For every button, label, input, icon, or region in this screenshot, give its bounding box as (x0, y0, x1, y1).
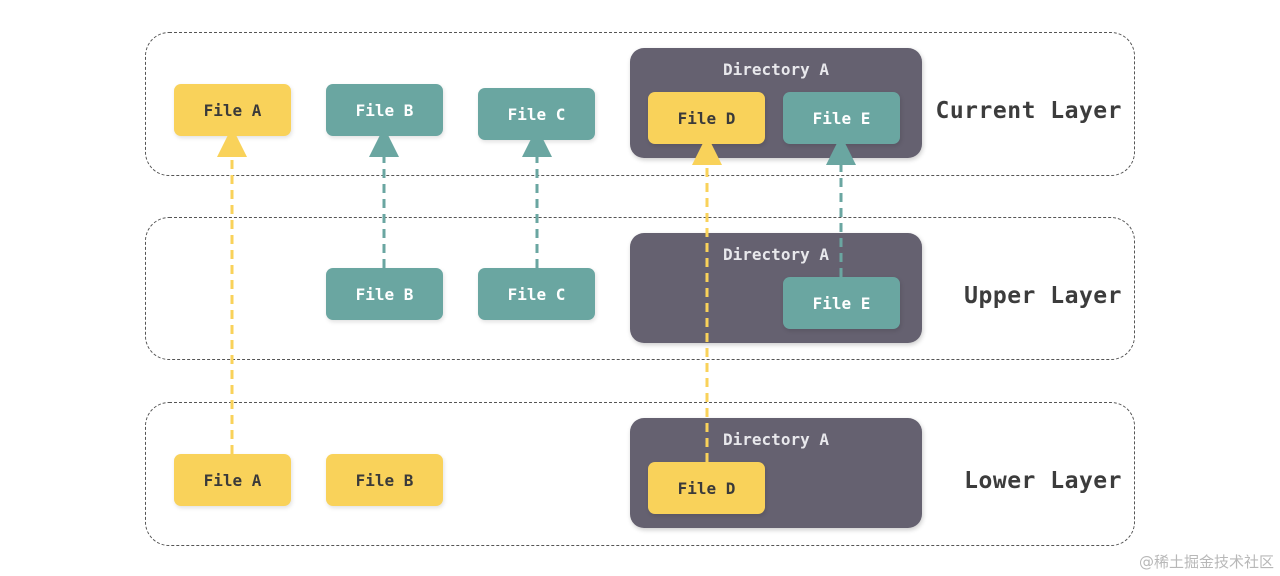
current-directory-a: Directory A File D File E (630, 48, 922, 158)
lower-directory-a-title: Directory A (723, 430, 829, 449)
lower-directory-a: Directory A File D (630, 418, 922, 528)
watermark: @稀土掘金技术社区 (1138, 553, 1274, 571)
lower-layer-box (145, 402, 1135, 546)
upper-file-b: File B (326, 268, 443, 320)
upper-layer-box (145, 217, 1135, 360)
lower-file-d: File D (648, 462, 765, 514)
current-file-b: File B (326, 84, 443, 136)
current-file-d: File D (648, 92, 765, 144)
lower-file-a: File A (174, 454, 291, 506)
current-file-a: File A (174, 84, 291, 136)
current-layer-label: Current Layer (935, 98, 1122, 124)
lower-layer-label: Lower Layer (964, 468, 1122, 494)
upper-layer-label: Upper Layer (964, 283, 1122, 309)
current-layer-box (145, 32, 1135, 176)
upper-directory-a: Directory A File E (630, 233, 922, 343)
lower-file-b: File B (326, 454, 443, 506)
current-file-e: File E (783, 92, 900, 144)
current-directory-a-title: Directory A (723, 60, 829, 79)
upper-file-e: File E (783, 277, 900, 329)
upper-file-c: File C (478, 268, 595, 320)
current-file-c: File C (478, 88, 595, 140)
upper-directory-a-title: Directory A (723, 245, 829, 264)
